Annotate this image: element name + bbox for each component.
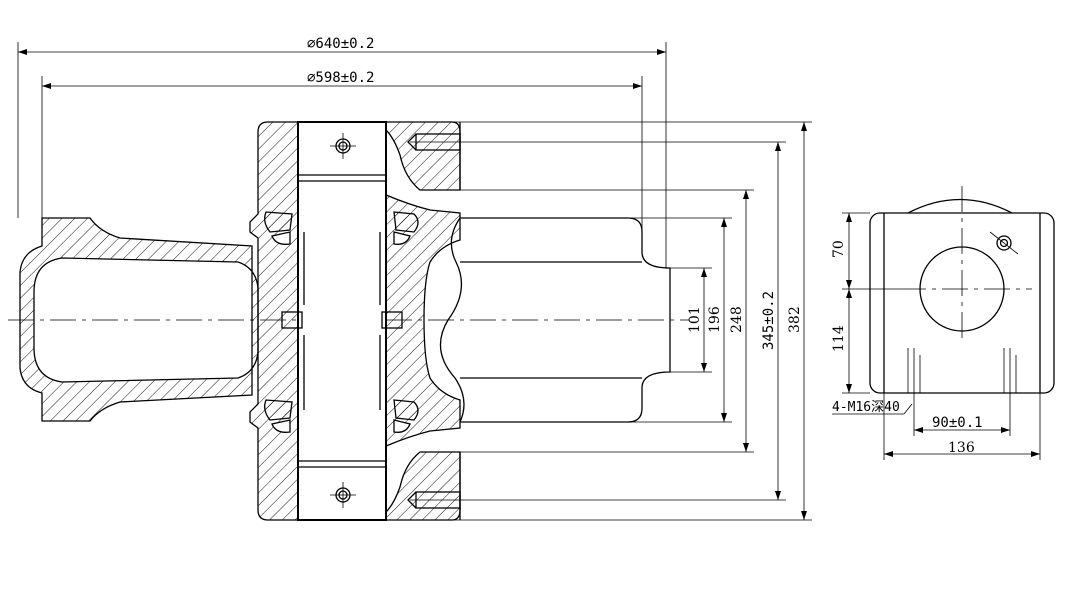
hub-right-hatched: [385, 121, 461, 191]
top-pin: [330, 133, 356, 159]
seal-bottom-left: [264, 399, 293, 433]
dim-101: 101: [687, 306, 703, 333]
dim-248: 248: [729, 306, 745, 333]
hub-right-hatched-lower: [385, 451, 461, 521]
wheel: [439, 217, 671, 423]
hub-mid-hatched: [385, 194, 461, 447]
side-view: [832, 186, 1055, 460]
dim-dia-640: ⌀640±0.2: [307, 36, 374, 52]
seal-top-left: [264, 211, 293, 245]
dimension-lines: [17, 42, 812, 521]
dim-114: 114: [831, 325, 847, 352]
left-housing-hatched: [19, 217, 259, 422]
seal-bottom-right: [393, 399, 419, 433]
dim-345: 345±0.2: [761, 291, 777, 350]
dim-90: 90±0.1: [932, 415, 983, 431]
dim-dia-598: ⌀598±0.2: [307, 70, 374, 86]
bottom-pin: [330, 482, 356, 508]
dim-136: 136: [948, 440, 975, 456]
front-section-view: [8, 121, 690, 521]
shaft: [297, 121, 387, 521]
dim-382: 382: [787, 306, 803, 333]
dim-196: 196: [707, 306, 723, 333]
seal-top-right: [393, 211, 419, 245]
dim-70: 70: [831, 240, 847, 258]
hole-note: 4-M16深40: [832, 400, 900, 415]
